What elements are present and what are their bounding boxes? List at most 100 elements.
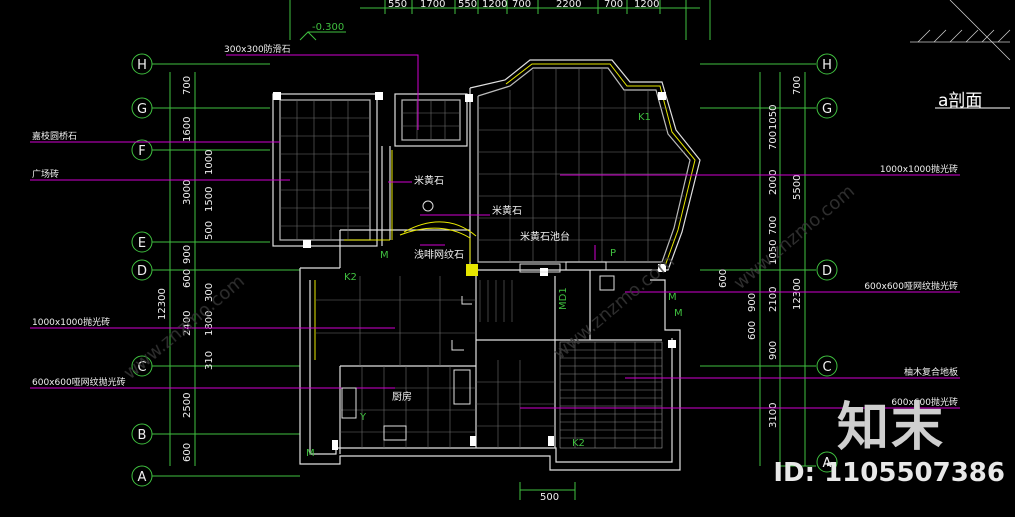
- left-dim-6: 900: [182, 245, 193, 264]
- right-axis-letters: H G D C A: [822, 58, 832, 471]
- left-dim-11: 310: [204, 351, 215, 370]
- left-dim-10: 2400: [182, 311, 193, 336]
- tag-6: M: [674, 308, 683, 319]
- right-dim-9: 3100: [768, 403, 779, 428]
- axis-right-A: A: [823, 456, 832, 471]
- tag-9: Y: [359, 412, 367, 423]
- top-dim-6: 700: [604, 0, 623, 10]
- right-dim-3: 700: [768, 216, 779, 235]
- left-dim-9: 1800: [204, 311, 215, 336]
- right-label-2: 柚木复合地板: [904, 366, 958, 378]
- left-dim-12: 2500: [182, 393, 193, 418]
- bottom-dim-value: 500: [540, 492, 559, 503]
- right-dim-6: 900: [747, 293, 758, 312]
- room-label-4: 厨房: [392, 390, 412, 403]
- room-labels: 米黄石 米黄石 米黄石池台 浅啡网纹石 厨房: [392, 174, 570, 403]
- right-dim-5: 2100: [768, 287, 779, 312]
- top-dim-4: 700: [512, 0, 531, 10]
- top-label: 300x300防滑石: [224, 43, 291, 55]
- axis-right-C: C: [822, 360, 831, 375]
- left-dim-7: 600: [182, 269, 193, 288]
- site-watermarks: www.znzmo.com www.znzmo.com www.znzmo.co…: [120, 181, 859, 384]
- top-dim-2: 550: [458, 0, 477, 10]
- tag-5: M: [668, 292, 677, 303]
- right-dim-outer-3: 12300: [792, 278, 803, 310]
- right-grid-axes: [700, 53, 838, 473]
- right-dim-2: 2000: [768, 170, 779, 195]
- right-dim-8: 900: [768, 341, 779, 360]
- left-dim-13: 600: [182, 443, 193, 462]
- tag-4: M: [380, 250, 389, 261]
- top-dim-0: 550: [388, 0, 407, 10]
- right-dim-outer-2: 600: [718, 269, 729, 288]
- axis-left-D: D: [137, 264, 147, 279]
- right-label-1: 600x600哑网纹抛光砖: [864, 280, 958, 292]
- accent-edges: [314, 63, 696, 360]
- top-dim-7: 1200: [634, 0, 659, 10]
- right-label-0: 1000x1000抛光砖: [880, 163, 958, 175]
- left-label-2: 1000x1000抛光砖: [32, 316, 110, 328]
- top-dim-3: 1200: [482, 0, 507, 10]
- top-dimension-line: [289, 0, 711, 40]
- right-labels: 1000x1000抛光砖 600x600哑网纹抛光砖 柚木复合地板 600x60…: [864, 163, 958, 408]
- leader-lines: [30, 54, 960, 409]
- room-label-3: 浅啡网纹石: [414, 248, 464, 261]
- right-dim-4: 1050: [768, 240, 779, 265]
- left-dim-0: 700: [182, 76, 193, 95]
- left-label-3: 600x600哑网纹抛光砖: [32, 376, 126, 388]
- left-dim-8: 300: [204, 283, 215, 302]
- left-dim-1: 1600: [182, 117, 193, 142]
- axis-left-G: G: [137, 102, 147, 117]
- axis-right-H: H: [822, 58, 832, 73]
- axis-left-C: C: [137, 360, 146, 375]
- left-dim-3: 3000: [182, 180, 193, 205]
- left-dim-5: 500: [204, 221, 215, 240]
- site-watermark-1: www.znzmo.com: [550, 251, 679, 364]
- top-dim-1: 1700: [420, 0, 445, 10]
- section-title: a剖面: [938, 91, 983, 111]
- left-label-1: 广场砖: [32, 168, 59, 180]
- hatch-corner: [910, 0, 1011, 61]
- tag-8: P: [610, 248, 616, 259]
- axis-left-E: E: [138, 236, 146, 251]
- right-dim-outer-0: 700: [792, 76, 803, 95]
- columns: [273, 92, 676, 450]
- watermark-brand: 知末: [836, 398, 945, 458]
- right-dimension-values: 1050 700 2000 700 1050 2100 900 600 900 …: [718, 76, 803, 428]
- axis-left-H: H: [137, 58, 147, 73]
- right-dim-outer-1: 5500: [792, 175, 803, 200]
- watermark-id: ID: 1105507386: [773, 458, 1005, 488]
- tag-1: K2: [344, 272, 357, 283]
- left-dim-total: 12300: [157, 288, 168, 320]
- fixtures: [341, 200, 615, 441]
- left-dimension-values: 700 1600 1000 3000 1500 500 900 600 300 …: [157, 76, 215, 462]
- room-label-1: 米黄石: [492, 204, 522, 217]
- top-dim-5: 2200: [556, 0, 581, 10]
- axis-left-A: A: [138, 470, 147, 485]
- tag-0: K1: [638, 112, 651, 123]
- left-dim-2: 1000: [204, 150, 215, 175]
- tag-3: MD1: [558, 287, 569, 310]
- level-mark-label: -0.300: [312, 22, 344, 33]
- right-label-3: 600x600抛光砖: [891, 396, 958, 408]
- tag-7: M: [306, 448, 315, 459]
- axis-left-F: F: [138, 144, 145, 159]
- room-label-2: 米黄石池台: [520, 230, 570, 243]
- left-axis-letters: H G F E D C B A: [137, 58, 147, 485]
- room-label-0: 米黄石: [414, 174, 444, 187]
- right-dim-7: 600: [747, 321, 758, 340]
- wood-floor-hatch: [559, 341, 663, 449]
- axis-left-B: B: [138, 428, 147, 443]
- left-dim-4: 1500: [204, 187, 215, 212]
- axis-right-D: D: [822, 264, 832, 279]
- right-dim-1: 700: [768, 131, 779, 150]
- outer-walls: [272, 59, 701, 471]
- top-dimension-values: 550 1700 550 1200 700 2200 700 1200: [388, 0, 659, 10]
- right-dim-0: 1050: [768, 105, 779, 130]
- tag-2: K2: [572, 438, 585, 449]
- level-mark: -0.300: [299, 22, 346, 41]
- left-labels: 嘉枝圆桥石 广场砖 1000x1000抛光砖 600x600哑网纹抛光砖: [32, 130, 126, 388]
- axis-right-G: G: [822, 102, 832, 117]
